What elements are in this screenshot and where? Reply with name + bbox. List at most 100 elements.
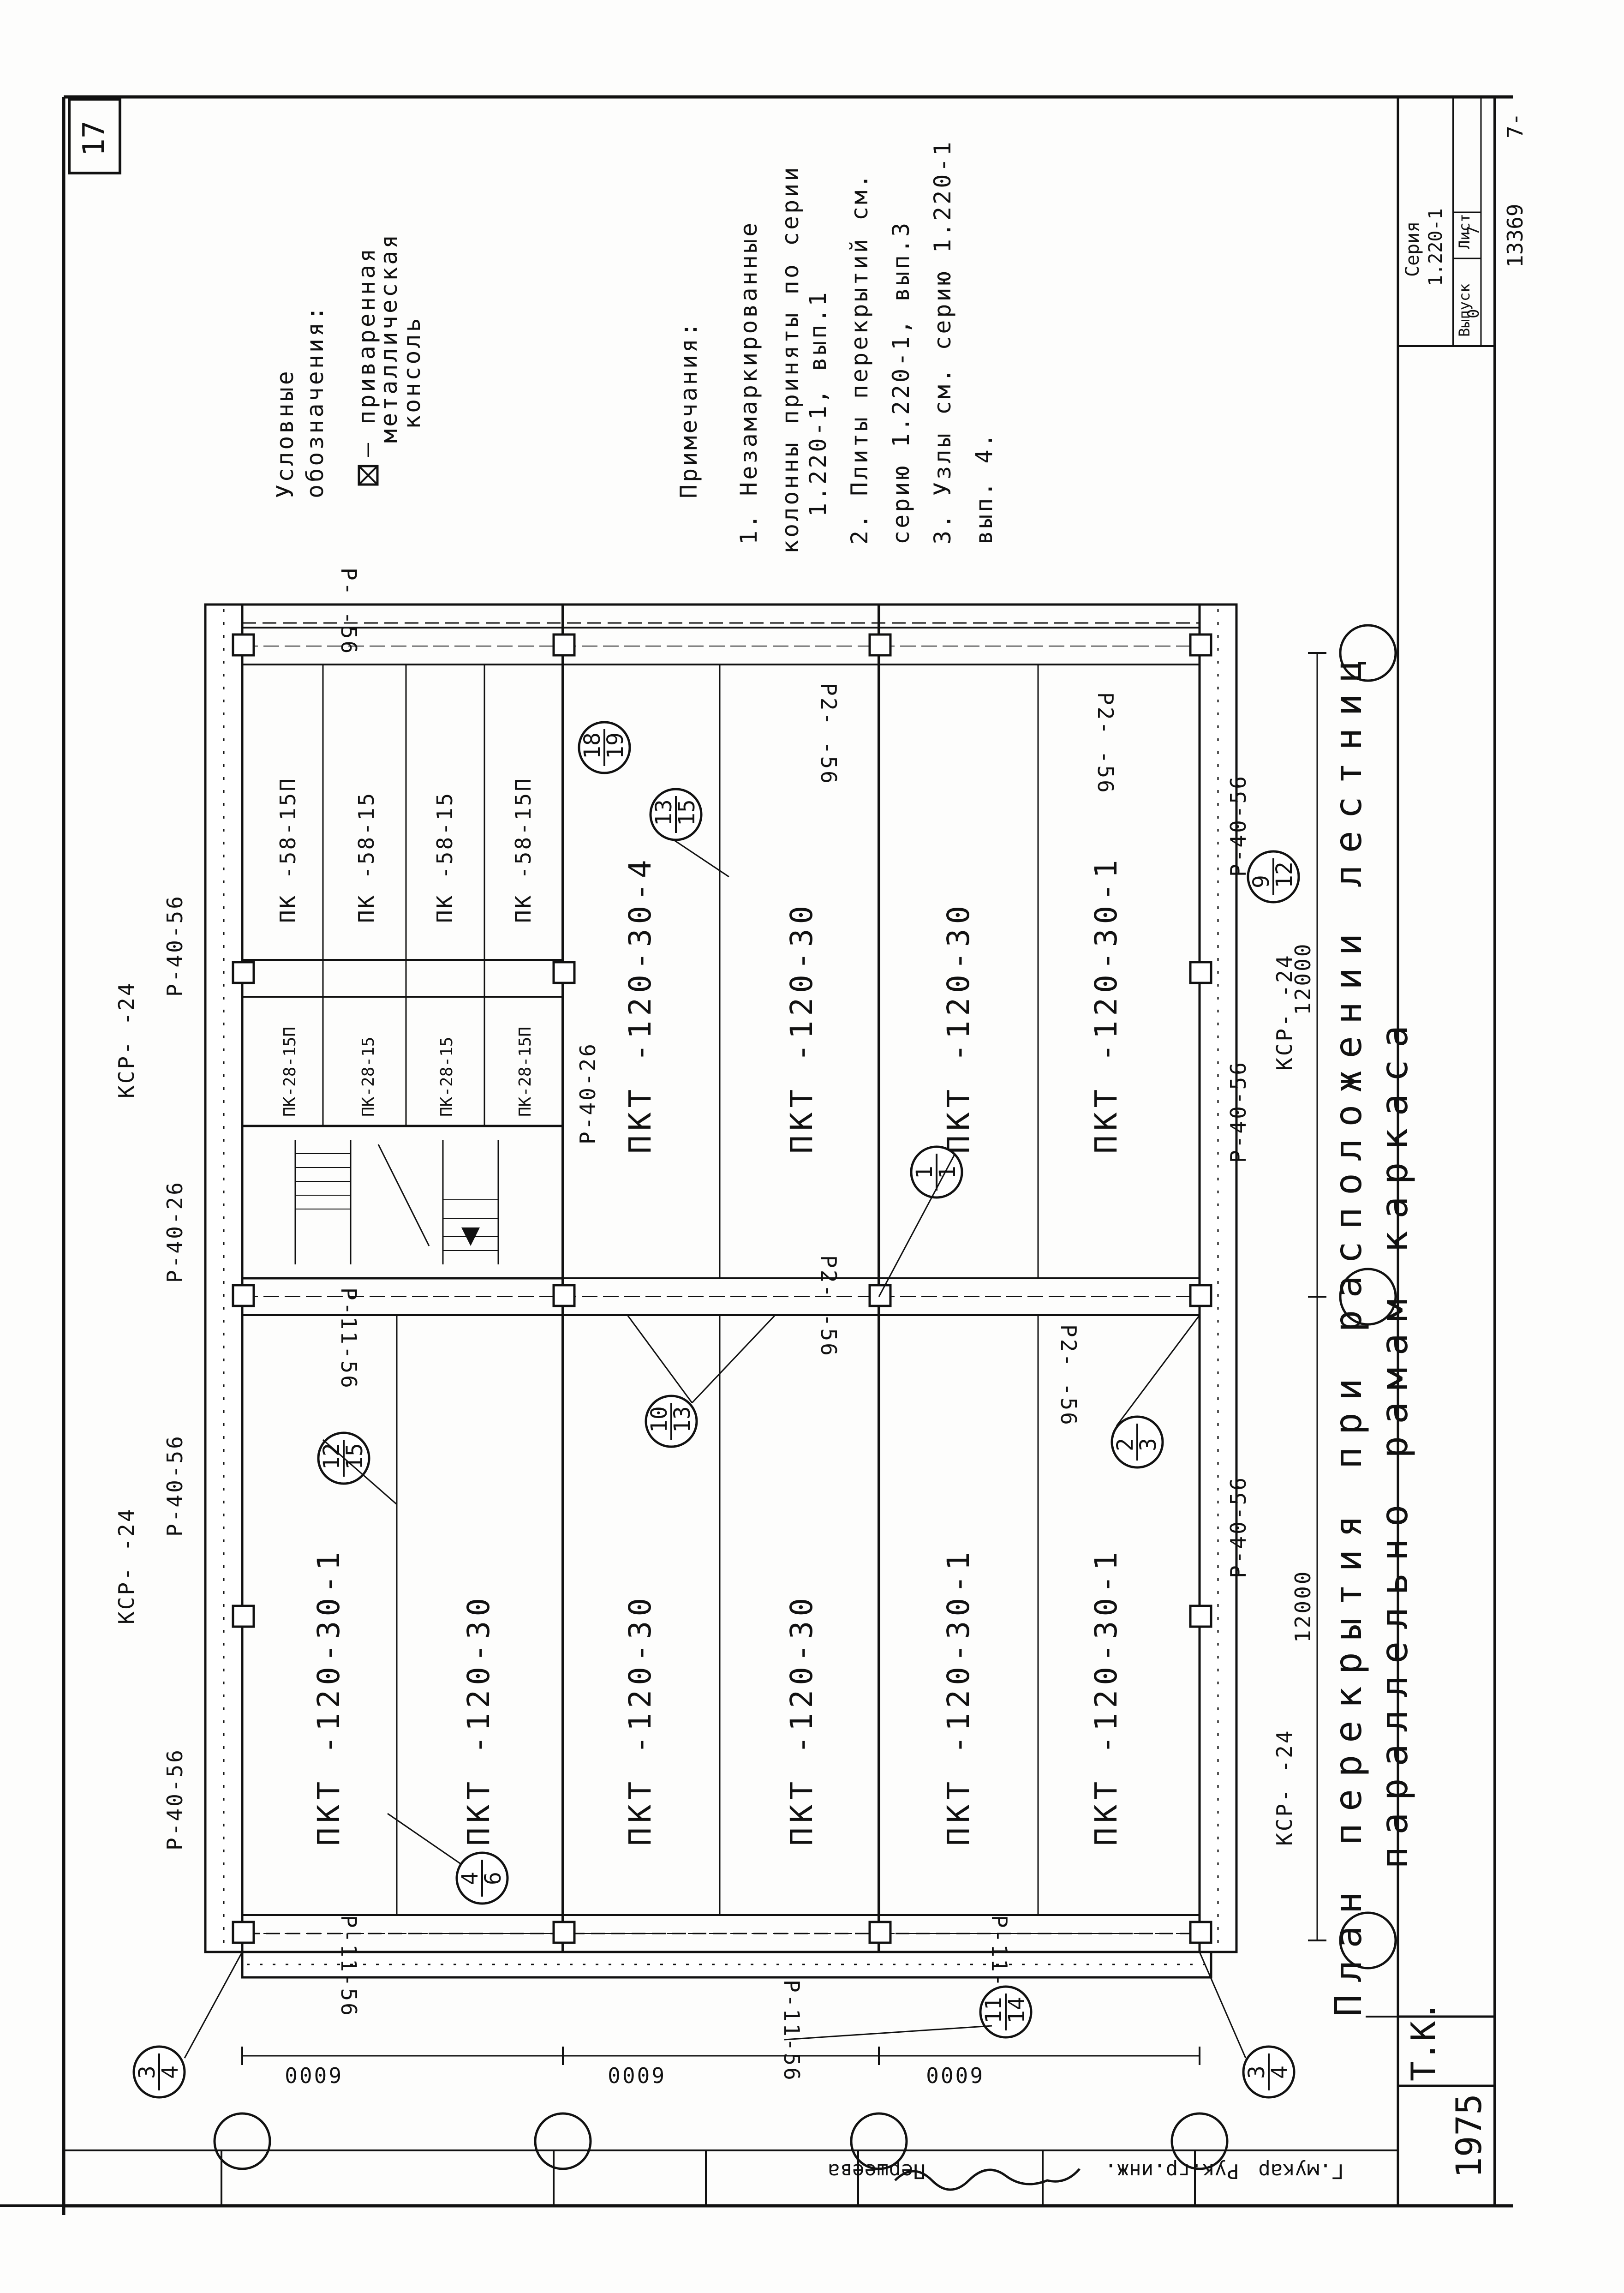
svg-text:2: 2 — [1112, 1438, 1138, 1451]
slab-left-4: ПКТ -120-30 — [784, 1593, 819, 1846]
doc-suffix: 7- — [1503, 113, 1528, 138]
leader-lines — [184, 839, 1247, 2059]
series-value: 1.220-1 — [1425, 208, 1446, 286]
dim-6000-a: 6000 — [283, 2062, 341, 2087]
svg-text:15: 15 — [674, 799, 700, 826]
svg-text:9: 9 — [1248, 875, 1274, 888]
svg-text:4: 4 — [1267, 2065, 1293, 2079]
stair-slab-28-3: ПК-28-15 — [437, 1037, 456, 1117]
node-ref-2: 3 4 — [1242, 2045, 1296, 2099]
series-label: Серия — [1402, 222, 1423, 277]
node-ref-10: 9 12 — [1247, 850, 1300, 904]
note-line-5: серию 1.220-1, вып.3 — [888, 221, 914, 545]
svg-text:13: 13 — [669, 1406, 695, 1433]
slab-right-2: ПКТ -120-30 — [784, 901, 819, 1154]
edge-r40-56-b: Р-40-56 — [162, 1434, 187, 1537]
edge-ksr-24-a: КСР- -24 — [114, 1507, 139, 1624]
axis-markers — [213, 624, 1397, 2170]
svg-text:12: 12 — [1272, 862, 1297, 888]
title-block: Серия 1.220-1 Выпуск 0 Лист 7 13369 7- Т… — [1366, 97, 1528, 2206]
stair-slab-28-1: ПК-28-15П — [281, 1027, 299, 1117]
stamp-year: 1975 — [1448, 2094, 1489, 2178]
node-ref-5: 10 13 — [645, 1395, 698, 1448]
edge-r40-26-a: Р-40-26 — [162, 1180, 187, 1283]
slab-right-4: ПКТ -120-30-1 — [1088, 855, 1124, 1154]
edge-ksr-24-c: КСР- -24 — [1272, 953, 1297, 1071]
slab-labels-right: ПКТ -120-30-4 ПКТ -120-30 ПКТ -120-30 ПК… — [275, 777, 1124, 1154]
node-ref-6: 2 3 — [1111, 1415, 1164, 1469]
drawing-title: План перекрытия при расположении лестниц… — [1327, 647, 1416, 2017]
legend-desc-1: – приваренная — [353, 246, 380, 457]
svg-text:13: 13 — [651, 799, 677, 826]
slab-left-3: ПКТ -120-30 — [622, 1593, 658, 1846]
legend-desc-3: консоль — [399, 316, 425, 429]
stair-slab-28-2: ПК-28-15 — [359, 1037, 378, 1117]
notes-title: Примечания: — [675, 320, 702, 498]
svg-text:10: 10 — [646, 1406, 672, 1433]
slab-left-2: ПКТ -120-30 — [461, 1593, 496, 1846]
issue-label: Выпуск — [1456, 283, 1473, 337]
note-line-4: 2. Плиты перекрытий см. — [846, 172, 873, 545]
edge-labels: Р-40-56 Р-40-56 Р-40-56 КСР- -24 КСР- -2… — [114, 568, 1297, 2082]
edge-r11-56-d: Р-11-56 — [779, 1980, 804, 2082]
stair-slab-58-3: ПК -58-15 — [432, 791, 457, 923]
welded-console-symbol — [358, 465, 379, 486]
edge-r40-56-c: Р-40-56 — [162, 894, 187, 997]
svg-text:15: 15 — [342, 1443, 368, 1470]
signature-strip: Першеева Рук.гр.инж. Г.мукар — [64, 2149, 1398, 2206]
svg-text:3: 3 — [1135, 1438, 1161, 1451]
slab-left-5: ПКТ -120-30-1 — [941, 1547, 976, 1846]
notes: Примечания: 1. Незамаркированные колонны… — [675, 139, 997, 554]
edge-r11-56-b: Р-11-56 — [336, 1915, 361, 2018]
node-ref-8: 13 15 — [649, 788, 703, 841]
legend-title-2: обозначения: — [302, 304, 328, 498]
slab-right-3: ПКТ -120-30 — [941, 901, 976, 1154]
sheet-frame — [0, 95, 1513, 2215]
svg-text:3: 3 — [134, 2065, 160, 2079]
note-line-7: вып. 4. — [971, 431, 997, 545]
dim-6000-b: 6000 — [606, 2062, 664, 2087]
legend: Условные обозначения: – приваренная мета… — [272, 233, 425, 498]
stair-slab-58-1: ПК -58-15П — [275, 777, 300, 923]
note-line-1: 1. Незамаркированные — [735, 221, 762, 545]
edge-r2-56-b: Р2- -56 — [1093, 692, 1118, 795]
svg-text:3: 3 — [1244, 2065, 1270, 2079]
note-line-3: 1.220-1, вып.1 — [805, 290, 831, 517]
legend-desc-2: металлическая — [376, 233, 402, 443]
svg-text:4: 4 — [457, 1872, 483, 1885]
node-ref-7: 1 1 — [910, 1145, 963, 1199]
node-ref-1: 3 4 — [132, 2045, 186, 2099]
stair-flights — [294, 1140, 499, 1264]
edge-r2-56-c: Р2- -56 — [816, 1255, 841, 1358]
legend-title-1: Условные — [272, 369, 299, 498]
floor-plan: 12000 12000 6000 6000 6000 ПКТ -120-30-1… — [114, 568, 1397, 2170]
edge-r-56: Р- -56 — [336, 568, 361, 655]
doc-number: 13369 — [1503, 204, 1528, 268]
edge-r2-56-a: Р2- -56 — [816, 683, 841, 785]
svg-text:6: 6 — [480, 1872, 506, 1885]
stair-slab-58-2: ПК -58-15 — [354, 791, 379, 923]
dim-12000-b: 12000 — [1290, 1570, 1315, 1643]
node-references: 3 4 3 4 4 6 12 15 — [132, 721, 1300, 2099]
slab-left-6: ПКТ -120-30-1 — [1088, 1547, 1124, 1846]
signer-2: Рук.гр.инж. — [1105, 2159, 1239, 2183]
edge-ksr-24-b: КСР- -24 — [114, 981, 139, 1098]
issue-value: 0 — [1464, 309, 1483, 318]
sheet-value: 7 — [1464, 226, 1483, 235]
edge-r2-56-d: Р2- -56 — [1056, 1324, 1081, 1427]
slab-right-1: ПКТ -120-30-4 — [622, 855, 658, 1154]
edge-r11-56-a: Р-11-56 — [336, 1287, 361, 1390]
edge-r40-56-e: Р-40-56 — [1226, 1476, 1251, 1578]
note-line-2: колонны приняты по серии — [777, 165, 804, 554]
stamp-org: Т.К. — [1404, 2001, 1443, 2081]
note-line-6: 3. Узлы см. серию 1.220-1 — [929, 139, 956, 545]
dimension-lines: 12000 12000 6000 6000 6000 — [241, 652, 1326, 2087]
svg-text:14: 14 — [1004, 1997, 1030, 2024]
columns — [232, 633, 1212, 1944]
svg-text:4: 4 — [157, 2065, 183, 2079]
edge-r40-56-a: Р-40-56 — [162, 1748, 187, 1850]
node-ref-11: 11 14 — [979, 1985, 1033, 2039]
svg-text:11: 11 — [981, 1997, 1007, 2024]
edge-ksr-24-d: КСР- -24 — [1272, 1729, 1297, 1846]
